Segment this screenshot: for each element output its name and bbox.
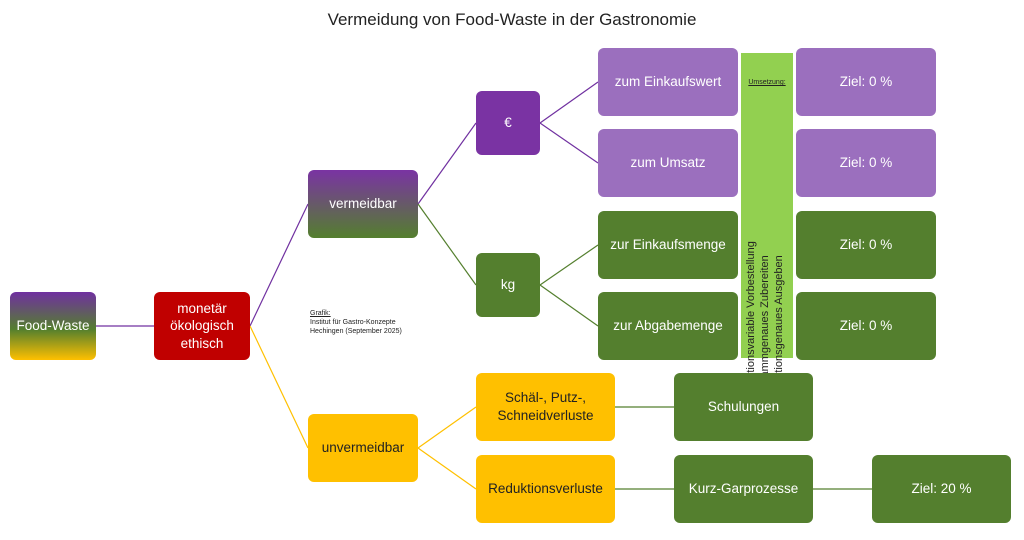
target-umsatz: Ziel: 0 % <box>796 129 936 197</box>
node-euro: € <box>476 91 540 155</box>
dimension-oekologisch: ökologisch <box>170 318 234 334</box>
line-kg-abgabemenge <box>539 284 599 327</box>
node-einkaufswert: zum Einkaufswert <box>598 48 738 116</box>
node-unvermeidbar: unvermeidbar <box>308 414 418 482</box>
line-dimensions-vermeidbar <box>249 203 309 327</box>
diagram-title: Vermeidung von Food-Waste in der Gastron… <box>327 10 697 29</box>
node-vermeidbar: vermeidbar <box>308 170 418 238</box>
line-euro-einkaufswert <box>539 81 599 124</box>
target-kurz-garprozesse: Ziel: 20 % <box>872 455 1011 523</box>
line-euro-umsatz <box>539 122 599 164</box>
node-schulungen: Schulungen <box>674 373 813 441</box>
target-abgabemenge: Ziel: 0 % <box>796 292 936 360</box>
line-dimensions-unvermeidbar <box>249 325 309 449</box>
umsetzung-item: 1. Portionsvariable Vorbestellung <box>745 241 757 402</box>
umsetzung-item: 2. Grammgenaues Zubereiten <box>759 255 771 402</box>
node-food-waste: Food-Waste <box>10 292 96 360</box>
umsetzung-item: 3. Portionsgenaues Ausgeben <box>773 255 785 402</box>
node-einkaufsmenge: zur Einkaufsmenge <box>598 211 738 279</box>
line-unvermeidbar-schaelverluste <box>417 406 477 449</box>
source-heading: Grafik: <box>310 310 331 317</box>
schaelverluste-label: Schäl-, Putz-, Schneidverluste <box>497 390 594 423</box>
target-einkaufsmenge: Ziel: 0 % <box>796 211 936 279</box>
umsetzung-heading: Umsetzung: <box>748 79 786 86</box>
line-vermeidbar-kg <box>417 203 477 286</box>
node-dimensions: monetär ökologisch ethisch <box>154 292 250 360</box>
umsetzung-list: 1. Portionsvariable Vorbestellung 2. Gra… <box>744 132 786 402</box>
umsetzung-bar: Umsetzung: 1. Portionsvariable Vorbestel… <box>741 53 793 402</box>
target-einkaufswert: Ziel: 0 % <box>796 48 936 116</box>
dimension-monetaer: monetär <box>177 300 227 316</box>
source-note: Grafik: Institut für Gastro-Konzepte Hec… <box>310 309 402 336</box>
node-kurz-garprozesse: Kurz-Garprozesse <box>674 455 813 523</box>
node-reduktionsverluste: Reduktionsverluste <box>476 455 615 523</box>
source-line-1: Institut für Gastro-Konzepte <box>310 319 396 326</box>
line-kg-einkaufsmenge <box>539 244 599 286</box>
node-abgabemenge: zur Abgabemenge <box>598 292 738 360</box>
node-kg: kg <box>476 253 540 317</box>
line-unvermeidbar-reduktion <box>417 447 477 490</box>
line-vermeidbar-euro <box>417 122 477 205</box>
dimension-ethisch: ethisch <box>180 335 224 351</box>
source-line-2: Hechingen (September 2025) <box>310 328 402 335</box>
node-umsatz: zum Umsatz <box>598 129 738 197</box>
node-schaelverluste: Schäl-, Putz-, Schneidverluste <box>476 373 615 441</box>
